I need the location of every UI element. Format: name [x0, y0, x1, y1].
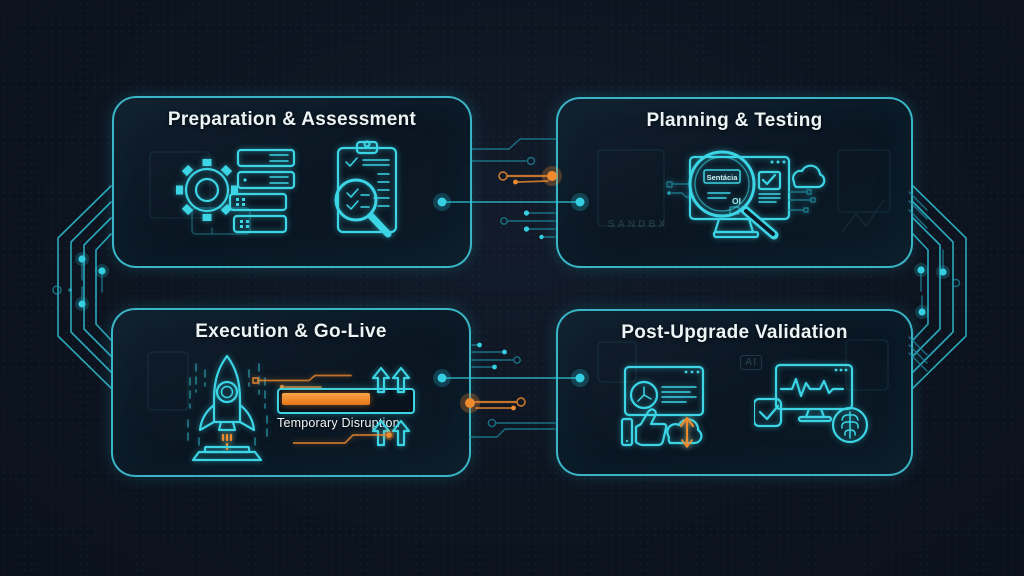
report-thumbsup-cloud-group	[620, 365, 705, 448]
double-up-arrows-icon	[371, 366, 411, 394]
cloud-icon	[791, 164, 826, 189]
orange-sync-arrow-icon	[679, 416, 695, 448]
cloud-sync-icon	[666, 418, 703, 445]
checklist-icon	[757, 170, 782, 203]
circuit-trace-orange	[293, 430, 394, 444]
gear-icon	[176, 159, 238, 221]
brain-icon	[831, 406, 869, 444]
panel-title: Execution & Go-Live	[195, 321, 387, 342]
checklist-clipboard-icon	[334, 140, 398, 238]
panel-post-upgrade-validation: Post-Upgrade Validation	[556, 309, 913, 476]
thumbs-up-icon	[620, 408, 668, 447]
panel-planning-testing: Planning & Testing	[556, 97, 913, 268]
panel-title: Planning & Testing	[646, 110, 823, 131]
clock-icon	[629, 380, 659, 410]
progress-fill	[282, 393, 371, 405]
magnifier-sublabel: OI	[732, 196, 741, 206]
progress-bar	[277, 388, 415, 414]
magnifier-icon: Sentácia OI	[688, 150, 779, 240]
report-window-icon	[623, 365, 705, 417]
magnifier-label: Sentácia	[707, 173, 739, 182]
circuit-ticks-icon	[788, 189, 816, 213]
check-square-icon	[754, 397, 783, 428]
panel-title: Post-Upgrade Validation	[621, 322, 848, 343]
server-stack-icon	[228, 148, 296, 234]
ai-watermark: AI	[740, 355, 762, 370]
ecg-monitor-group	[754, 363, 869, 444]
sandbox-watermark: SANDBX	[608, 219, 669, 230]
sandbox-test-browser-icon: Sentácia OI	[666, 150, 826, 240]
progress-label: Temporary Disruption	[277, 416, 400, 430]
ecg-monitor-icon	[774, 363, 854, 423]
panel-execution-golive: Execution & Go-Live	[111, 308, 471, 477]
panel-title: Preparation & Assessment	[167, 109, 417, 130]
magnifier-icon	[334, 178, 392, 238]
panel-preparation-assessment: Preparation & Assessment	[112, 96, 472, 268]
rocket-launch-icon	[187, 354, 268, 462]
gear-server-stack-icon	[176, 148, 296, 235]
report-lines	[661, 386, 697, 403]
double-up-arrows-icon	[371, 419, 411, 447]
